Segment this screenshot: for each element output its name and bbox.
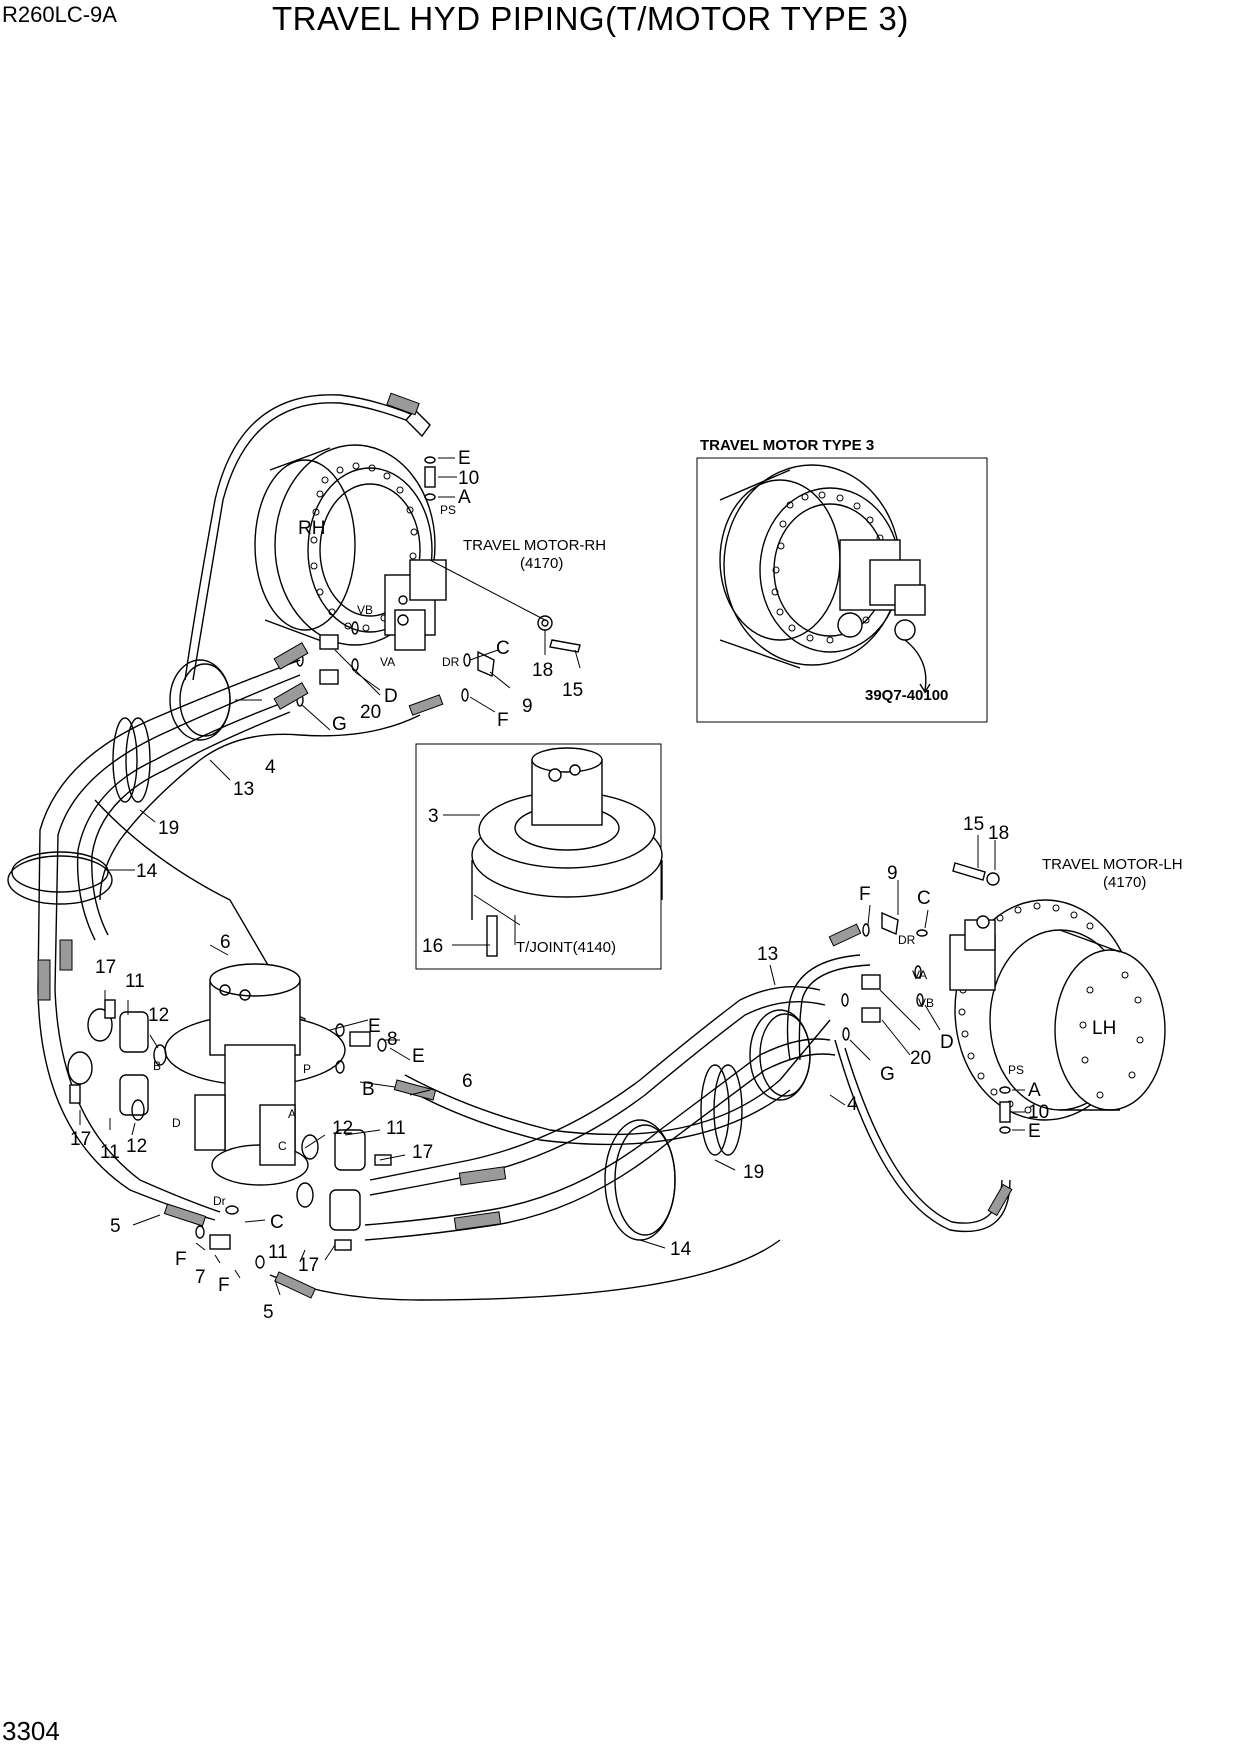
callout-4-right: 4 xyxy=(847,1094,858,1115)
lh-fittings xyxy=(841,862,1011,1134)
rh-port-vb: VB xyxy=(357,603,373,617)
lh-callout-F: F xyxy=(859,884,871,905)
callout-4-top: 4 xyxy=(265,757,276,778)
rh-port-ps: PS xyxy=(440,503,456,517)
callout-7: 7 xyxy=(195,1267,206,1288)
callout-6-mid: 6 xyxy=(462,1071,473,1092)
rh-callout-18: 18 xyxy=(532,660,553,681)
lh-port-ps: PS xyxy=(1008,1063,1024,1077)
page-title: TRAVEL HYD PIPING(T/MOTOR TYPE 3) xyxy=(272,0,909,37)
swivel-port-c: C xyxy=(278,1139,287,1153)
callout-19-top: 19 xyxy=(158,818,179,839)
swivel-port-a: A xyxy=(288,1107,296,1121)
rh-callout-20: 20 xyxy=(360,702,381,723)
rh-callout-F: F xyxy=(497,710,509,731)
rh-motor-name: TRAVEL MOTOR-RH xyxy=(463,537,606,554)
inset-joint-caption: T/JOINT(4140) xyxy=(516,939,616,956)
callout-14-left: 14 xyxy=(136,861,158,882)
callout-11-c: 11 xyxy=(386,1118,406,1139)
lh-callout-15: 15 xyxy=(963,814,984,835)
callout-5-b: 5 xyxy=(263,1302,274,1323)
swivel-callout-C: C xyxy=(270,1212,284,1233)
callout-13-top: 13 xyxy=(233,779,254,800)
callout-12-a: 12 xyxy=(148,1005,169,1026)
inset-motor-drawing xyxy=(719,464,931,694)
callout-5-a: 5 xyxy=(110,1216,121,1237)
lh-callout-G: G xyxy=(880,1064,895,1085)
lh-callout-E: E xyxy=(1028,1121,1041,1142)
rh-callout-D: D xyxy=(384,686,398,707)
travel-motor-lh: LH TRAVEL MOTOR-LH (4170) PS VA VB DR xyxy=(841,814,1183,1142)
inset-turning-joint: 3 16 T/JOINT(4140) xyxy=(415,743,663,970)
callout-12-b: 12 xyxy=(126,1136,147,1157)
callout-19-mid: 19 xyxy=(743,1162,764,1183)
callout-17-b: 17 xyxy=(70,1129,91,1150)
lh-callout-A: A xyxy=(1028,1080,1041,1101)
hose-clamps xyxy=(7,659,811,1241)
swivel-callout-B: B xyxy=(362,1079,375,1100)
rh-callout-C: C xyxy=(496,638,510,659)
hose-end-fittings xyxy=(37,392,1013,1299)
page-number: 3304 xyxy=(2,1716,60,1746)
callout-17-d: 17 xyxy=(298,1255,319,1276)
rh-callout-9: 9 xyxy=(522,696,533,717)
lh-motor-name: TRAVEL MOTOR-LH xyxy=(1042,856,1183,873)
lh-callout-D: D xyxy=(940,1032,954,1053)
callout-6-top: 6 xyxy=(220,932,231,953)
model-number: R260LC-9A xyxy=(2,2,117,27)
swivel-port-p: P xyxy=(303,1062,311,1076)
inset-motor-frame xyxy=(696,457,988,723)
callout-F-2: F xyxy=(218,1275,230,1296)
lh-callout-10: 10 xyxy=(1028,1102,1049,1123)
inset-joint-label-16: 16 xyxy=(422,936,443,957)
rh-callout-E: E xyxy=(458,448,471,469)
lh-port-vb: VB xyxy=(918,996,934,1010)
travel-motor-rh: RH TRAVEL MOTOR-RH (4170) PS VB VA DR xyxy=(254,444,606,735)
lh-callout-9: 9 xyxy=(887,863,898,884)
rh-callout-10: 10 xyxy=(458,468,479,489)
lh-port-dr: DR xyxy=(898,933,916,947)
lh-callout-20: 20 xyxy=(910,1048,931,1069)
swivel-port-b: B xyxy=(153,1059,161,1073)
rh-callout-G: G xyxy=(332,714,347,735)
inset-motor-caption: TRAVEL MOTOR TYPE 3 xyxy=(700,437,874,454)
swivel-callout-E2: E xyxy=(412,1046,425,1067)
lh-callout-C: C xyxy=(917,888,931,909)
callout-11-b: 11 xyxy=(100,1142,120,1163)
callout-14-mid: 14 xyxy=(670,1239,692,1260)
lh-motor-code: (4170) xyxy=(1103,874,1146,891)
rh-motor-code: (4170) xyxy=(520,555,563,572)
swivel-port-d: D xyxy=(172,1116,181,1130)
callout-11-a: 11 xyxy=(125,971,145,992)
leader-lines xyxy=(79,699,846,1296)
callout-17-a: 17 xyxy=(95,957,116,978)
callout-17-c: 17 xyxy=(412,1142,433,1163)
callout-13-right: 13 xyxy=(757,944,778,965)
rh-port-va: VA xyxy=(380,655,395,669)
callout-11-d: 11 xyxy=(268,1242,288,1263)
inset-travel-motor-type3: TRAVEL MOTOR TYPE 3 xyxy=(696,437,988,723)
inset-joint-drawing xyxy=(471,747,663,957)
swivel-port-dr: Dr xyxy=(213,1194,226,1208)
swivel-callout-E1: E xyxy=(368,1016,381,1037)
lh-callout-18: 18 xyxy=(988,823,1009,844)
callout-F-1: F xyxy=(175,1249,187,1270)
inset-motor-part-number: 39Q7-40100 xyxy=(865,687,948,704)
inset-joint-label-3: 3 xyxy=(428,806,439,827)
rh-fittings xyxy=(296,456,581,707)
rh-side-label: RH xyxy=(298,518,325,539)
rh-callout-15: 15 xyxy=(562,680,583,701)
swivel-callout-8: 8 xyxy=(387,1029,398,1050)
lh-port-va: VA xyxy=(912,968,927,982)
callout-12-c: 12 xyxy=(332,1118,353,1139)
swivel-joint xyxy=(164,963,346,1215)
lh-side-label: LH xyxy=(1092,1018,1116,1039)
rh-callout-A: A xyxy=(458,487,471,508)
rh-port-dr: DR xyxy=(442,655,460,669)
swivel-flanges xyxy=(67,999,392,1269)
